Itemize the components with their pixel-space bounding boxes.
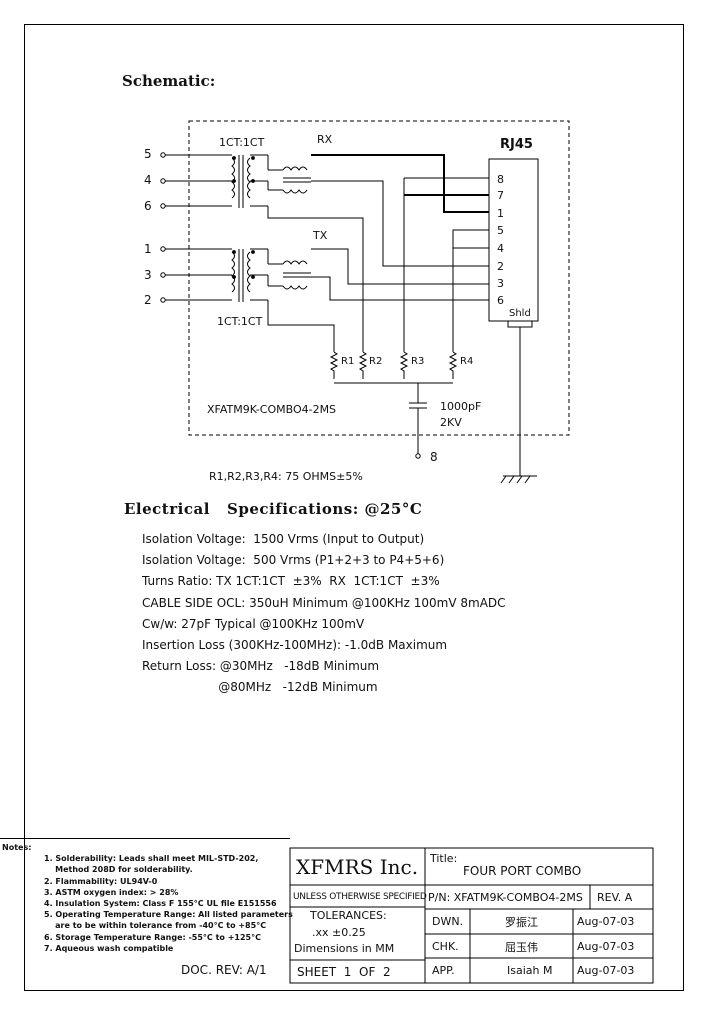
unless-specified: UNLESS OTHERWISE SPECIFIED (293, 892, 427, 902)
note-line: 4. Insulation System: Class F 155°C UL f… (44, 899, 277, 909)
pin-label: 6 (497, 294, 504, 307)
resistor-note: R1,R2,R3,R4: 75 OHMS±5% (209, 470, 363, 483)
note-line: 6. Storage Temperature Range: -55°C to +… (44, 932, 261, 942)
tx-label: TX (312, 229, 328, 242)
spec-line: Isolation Voltage: 1500 Vrms (Input to O… (142, 532, 425, 546)
note-line: 1. Solderability: Leads shall meet MIL-S… (44, 854, 259, 864)
pin-label: 2 (497, 260, 504, 273)
pin-label: 6 (144, 199, 152, 213)
cap-voltage: 2KV (440, 416, 462, 429)
ground-pin-terminal (415, 453, 421, 459)
part-label: XFATM9K-COMBO4-2MS (207, 403, 336, 416)
tx-transformer (231, 248, 311, 302)
tx-ratio-label: 1CT:1CT (217, 315, 263, 328)
tolerances-label: TOLERANCES: (310, 909, 387, 922)
note-line: 7. Aqueous wash compatible (44, 943, 174, 953)
app-name: Isaiah M (507, 964, 553, 977)
chk-name: 屈玉伟 (505, 941, 538, 954)
spec-line: Isolation Voltage: 500 Vrms (P1+2+3 to P… (142, 553, 445, 567)
title-label: Title: (430, 852, 458, 865)
tolerance-value: .xx ±0.25 (312, 926, 366, 939)
resistor-label: R4 (460, 356, 473, 367)
title-value: FOUR PORT COMBO (463, 864, 582, 878)
left-pins-tx: 1 3 2 (144, 242, 232, 307)
note-line: 2. Flammability: UL94V-0 (44, 876, 158, 886)
note-line: Method 208D for solderability. (44, 865, 193, 875)
pin-label: 1 (497, 207, 504, 220)
spec-line: Turns Ratio: TX 1CT:1CT ±3% RX 1CT:1CT ±… (142, 574, 440, 588)
cap-value: 1000pF (440, 400, 481, 413)
notes-heading: Notes: (2, 843, 32, 852)
dwn-label: DWN. (432, 915, 464, 928)
note-line: 3. ASTM oxygen index: > 28% (44, 887, 179, 897)
notes-divider (0, 838, 290, 839)
revision: REV. A (597, 891, 633, 904)
chk-label: CHK. (432, 940, 459, 953)
doc-rev: DOC. REV: A/1 (181, 963, 267, 977)
spec-line: Insertion Loss (300KHz-100MHz): -1.0dB M… (142, 638, 448, 652)
resistor-label: R1 (341, 356, 354, 367)
schematic-title: Schematic: (122, 72, 216, 90)
resistor-label: R2 (369, 356, 382, 367)
spec-line: Return Loss: @30MHz -18dB Minimum (142, 659, 380, 673)
schematic-diagram: 1CT:1CT RX TX 1CT:1CT 5 4 6 1 3 2 (144, 120, 570, 484)
wiring (267, 154, 537, 484)
pin-label: 7 (497, 189, 504, 202)
pin-label: 5 (144, 147, 152, 161)
electrical-title: Electrical Specifications: @25°C (124, 500, 423, 518)
pin-label: 3 (497, 277, 504, 290)
app-label: APP. (432, 964, 455, 977)
pin-label: 8 (497, 173, 504, 186)
dimensions-note: Dimensions in MM (294, 942, 395, 955)
notes-block: Notes: 1. Solderability: Leads shall mee… (2, 842, 293, 954)
dwn-name: 罗振江 (505, 916, 538, 929)
rj45-title: RJ45 (500, 137, 533, 152)
pin-label: 5 (497, 224, 504, 237)
note-line: are to be within tolerance from -40°C to… (44, 921, 267, 931)
pin-label: 4 (497, 242, 504, 255)
rx-ratio-label: 1CT:1CT (219, 136, 265, 149)
pin-label: 4 (144, 173, 152, 187)
company-name: XFMRS Inc. (296, 855, 419, 879)
pin-label: 2 (144, 293, 152, 307)
drawing-border (24, 24, 684, 991)
ground-pin-label: 8 (430, 450, 438, 464)
app-date: Aug-07-03 (577, 964, 635, 977)
spec-line: Cw/w: 27pF Typical @100KHz 100mV (142, 617, 365, 631)
left-pins-rx: 5 4 6 (144, 147, 232, 213)
sheet-number: SHEET 1 OF 2 (297, 965, 391, 979)
rx-label: RX (317, 133, 333, 146)
enclosure-dashed (188, 120, 570, 436)
rx-transformer (231, 154, 311, 208)
shield-label: Shld (509, 308, 531, 319)
chk-date: Aug-07-03 (577, 940, 635, 953)
dwn-date: Aug-07-03 (577, 915, 635, 928)
pin-label: 1 (144, 242, 152, 256)
resistor-labels: R1 R2 R3 R4 (341, 356, 473, 367)
spec-line: @80MHz -12dB Minimum (142, 680, 378, 694)
resistor-label: R3 (411, 356, 424, 367)
rj45-pin-labels: 8 7 1 5 4 2 3 6 (497, 173, 504, 307)
pin-label: 3 (144, 268, 152, 282)
note-line: 5. Operating Temperature Range: All list… (44, 910, 293, 920)
spec-line: CABLE SIDE OCL: 350uH Minimum @100KHz 10… (142, 596, 506, 610)
part-number: P/N: XFATM9K-COMBO4-2MS (428, 891, 583, 904)
